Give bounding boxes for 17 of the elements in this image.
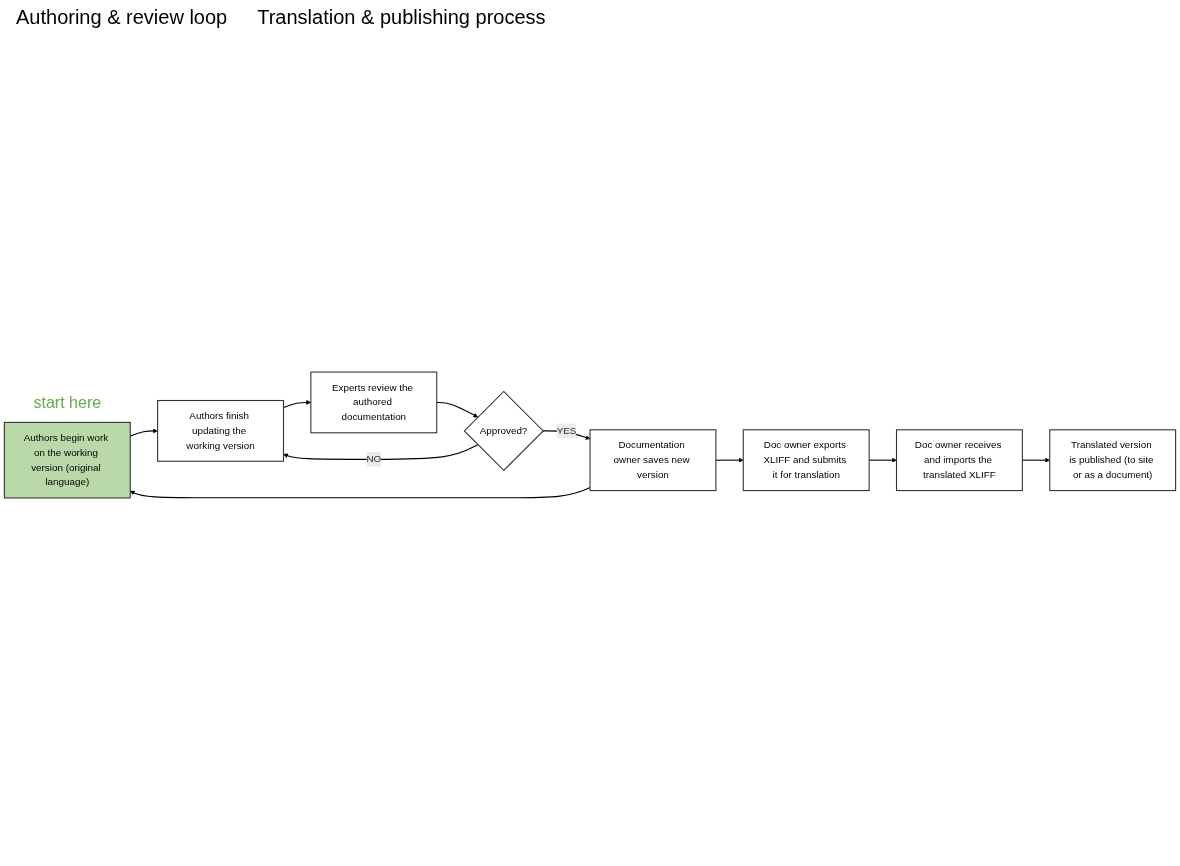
section-label: Translation & publishing process <box>257 6 546 29</box>
arrow <box>436 401 479 418</box>
arrow <box>283 444 479 460</box>
arrow <box>130 487 591 499</box>
section-label: Authoring & review loop <box>16 6 228 29</box>
edge-label: YES <box>556 425 577 437</box>
node-box: Doc owner exports XLIFF and submits it for translation <box>742 429 870 492</box>
node-box: Authors finish updating the working version <box>157 399 285 462</box>
node-box: Doc owner receives and imports the translated XLIFF <box>895 429 1023 492</box>
edge-label: NO <box>366 453 382 465</box>
arrow <box>715 457 744 463</box>
node-box: Authors begin work on the working version (original language) <box>3 421 131 499</box>
start-note: start here <box>33 394 102 413</box>
node-box: Translated version is published (to site or as a document) <box>1049 429 1177 492</box>
node-box: Experts review the authored documentation <box>310 371 438 434</box>
node-diamond: Approved? <box>463 390 544 472</box>
node-box: Documentation owner saves new version <box>589 429 717 492</box>
